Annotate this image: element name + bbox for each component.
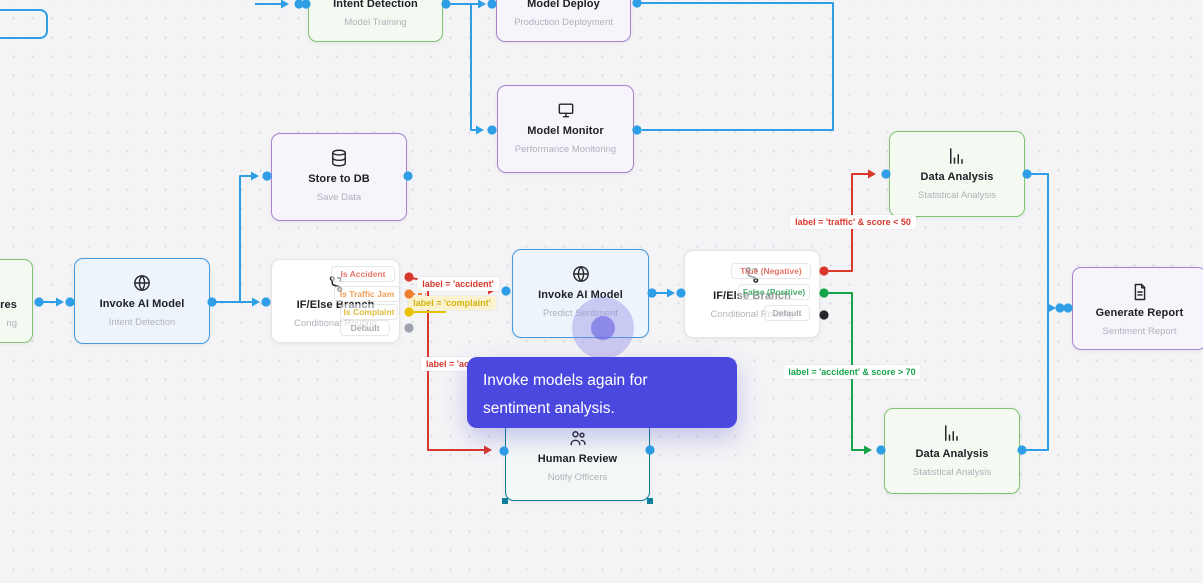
node-subtitle: Statistical Analysis: [917, 190, 997, 201]
chart-icon: [942, 423, 962, 443]
node-subtitle: Conditional Routing: [294, 318, 377, 329]
node-title: Data Analysis: [920, 171, 994, 183]
edge-arrowhead: [476, 125, 484, 135]
edge-label: label = 'traffic' & score < 50: [790, 215, 916, 229]
doc-icon: [1130, 282, 1150, 302]
partial-node-frame[interactable]: [0, 9, 48, 39]
node-title: res: [0, 299, 17, 311]
node-subtitle: Performance Monitoring: [514, 144, 617, 155]
edge[interactable]: [637, 2, 834, 131]
node-subtitle: Conditional Routing: [710, 309, 794, 320]
selection-handle[interactable]: [502, 498, 508, 504]
node-title: Store to DB: [308, 173, 370, 185]
node-subtitle: Predict Sentiment: [543, 308, 618, 319]
cursor-indicator: [591, 316, 615, 340]
tooltip-line-1: Invoke models again for: [483, 372, 648, 389]
node-title: Model Deploy: [527, 0, 600, 10]
node-subtitle: Production Deployment: [514, 17, 613, 28]
globe-icon: [132, 273, 152, 293]
edge[interactable]: [1027, 173, 1051, 309]
branch-pill: Is Traffic Jam: [334, 286, 400, 302]
branch-pill: Is Complaint: [340, 304, 398, 320]
icon-slot: [0, 274, 17, 294]
edge-arrowhead: [667, 288, 675, 298]
edge-arrowhead: [56, 297, 64, 307]
users-icon: [568, 428, 588, 448]
node-store-to-db[interactable]: Store to DB Save Data: [271, 133, 407, 221]
branch-pill: True (Negative): [731, 263, 811, 279]
edge-arrowhead: [478, 0, 486, 9]
branch-pill: False (Positive): [738, 284, 810, 300]
edge-label: label = 'accident': [417, 277, 499, 291]
edge-arrowhead: [864, 445, 872, 455]
edge-arrowhead: [281, 0, 289, 9]
edge[interactable]: [427, 291, 487, 451]
branch-pill: Is Accident: [331, 266, 395, 282]
edge-arrowhead: [484, 445, 492, 455]
node-title: Invoke AI Model: [538, 289, 623, 301]
edge[interactable]: [470, 4, 479, 131]
node-title: Human Review: [537, 453, 618, 465]
tooltip: Invoke models again for sentiment analys…: [467, 357, 737, 428]
node-subtitle: Statistical Analysis: [912, 467, 992, 478]
edge[interactable]: [239, 175, 254, 302]
edge-label: label = 'complaint': [408, 296, 496, 310]
node-title: Model Monitor: [527, 125, 604, 137]
edge-label: label = 'acc: [421, 357, 479, 371]
node-subtitle: Save Data: [316, 192, 362, 203]
branch-pill: Default: [340, 320, 390, 336]
tooltip-line-2: sentiment analysis.: [483, 400, 615, 417]
globe-icon: [571, 264, 591, 284]
edge[interactable]: [1022, 309, 1049, 451]
node-title: Intent Detection: [333, 0, 418, 10]
node-subtitle: ng: [6, 318, 17, 329]
edge-arrowhead: [252, 297, 260, 307]
node-subtitle: Intent Detection: [108, 317, 176, 328]
edge-arrowhead: [1048, 303, 1056, 313]
edge-label: label = 'accident' & score > 70: [783, 365, 921, 379]
database-icon: [329, 148, 349, 168]
edge-arrowhead: [868, 169, 876, 179]
branch-pill: Default: [764, 305, 810, 321]
edge-arrowhead: [251, 171, 259, 181]
node-title: Invoke AI Model: [99, 298, 185, 310]
chart-icon: [947, 146, 967, 166]
selection-handle[interactable]: [647, 498, 653, 504]
monitor-icon: [556, 100, 576, 120]
node-title: Data Analysis: [915, 448, 989, 460]
node-subtitle: Model Training: [344, 17, 407, 28]
node-subtitle: Notify Officers: [547, 472, 608, 483]
node-features-partial[interactable]: res ng: [0, 259, 33, 343]
node-subtitle: Sentiment Report: [1102, 326, 1177, 337]
node-title: Generate Report: [1095, 307, 1184, 319]
